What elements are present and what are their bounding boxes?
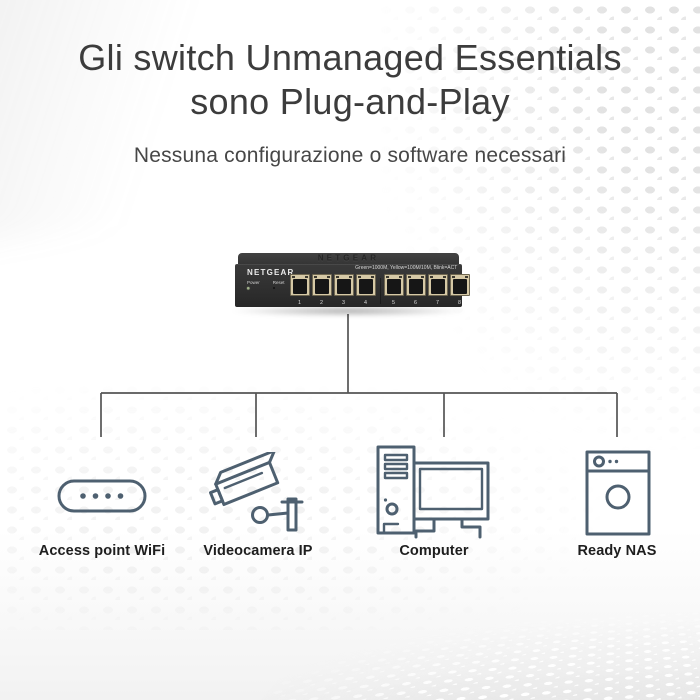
ethernet-port: 8	[450, 274, 470, 307]
ethernet-port: 2	[312, 274, 332, 307]
ethernet-port: 3	[334, 274, 354, 307]
computer-icon	[376, 443, 490, 539]
rj45-port-icon	[290, 274, 310, 296]
rj45-port-icon	[312, 274, 332, 296]
ethernet-port: 4	[356, 274, 376, 307]
port-number: 3	[342, 299, 346, 305]
page-title: Gli switch Unmanaged Essentials sono Plu…	[0, 36, 700, 124]
page-title-line2: sono Plug-and-Play	[190, 81, 510, 122]
port-led-legend: Green=1000M, Yellow=100M/10M, Blink=ACT	[354, 265, 457, 271]
device-label-access-point: Access point WiFi	[38, 543, 166, 559]
device-label-ip-camera: Videocamera IP	[203, 543, 313, 559]
ethernet-port: 7	[428, 274, 448, 307]
ethernet-port: 1	[290, 274, 310, 307]
port-number: 6	[414, 299, 418, 305]
ethernet-port: 6	[406, 274, 426, 307]
rj45-port-icon	[334, 274, 354, 296]
rj45-port-icon	[450, 274, 470, 296]
switch-front-face: NETGEAR Power Reset Green=1000M, Yellow=…	[235, 264, 470, 307]
device-label-ready-nas: Ready NAS	[577, 543, 657, 559]
switch-top-face: NETGEAR	[238, 253, 459, 264]
rj45-port-icon	[428, 274, 448, 296]
network-switch: NETGEAR NETGEAR Power Reset Green=1000M,…	[225, 253, 472, 317]
port-number: 5	[392, 299, 396, 305]
power-led-icon	[247, 287, 250, 290]
port-number: 4	[364, 299, 368, 305]
page-subtitle: Nessuna configurazione o software necess…	[133, 144, 567, 167]
rj45-port-icon	[356, 274, 376, 296]
netgear-logo: NETGEAR	[247, 268, 295, 277]
switch-status-labels: Power Reset	[247, 280, 285, 290]
page-title-line1: Gli switch Unmanaged Essentials	[78, 37, 622, 78]
reset-indicator: Reset	[272, 280, 285, 290]
reset-label: Reset	[272, 280, 285, 285]
port-strip: 1 2 3 4 5	[290, 274, 470, 307]
rj45-port-icon	[384, 274, 404, 296]
switch-shadow	[225, 305, 472, 317]
halftone-wave-bottom-right	[165, 608, 700, 700]
switch-top-emboss-logo: NETGEAR	[317, 254, 380, 263]
ip-camera-icon	[208, 452, 308, 544]
rj45-port-icon	[406, 274, 426, 296]
power-label: Power	[247, 280, 260, 285]
port-number: 1	[298, 299, 302, 305]
reset-hole-icon	[272, 287, 275, 289]
port-number: 2	[320, 299, 324, 305]
power-indicator: Power	[247, 280, 260, 290]
ready-nas-icon	[585, 450, 651, 536]
port-number: 7	[436, 299, 440, 305]
port-group-divider	[378, 274, 382, 307]
ethernet-port: 5	[384, 274, 404, 307]
port-number: 8	[458, 299, 462, 305]
access-point-icon	[57, 479, 147, 513]
device-label-computer: Computer	[399, 543, 469, 559]
